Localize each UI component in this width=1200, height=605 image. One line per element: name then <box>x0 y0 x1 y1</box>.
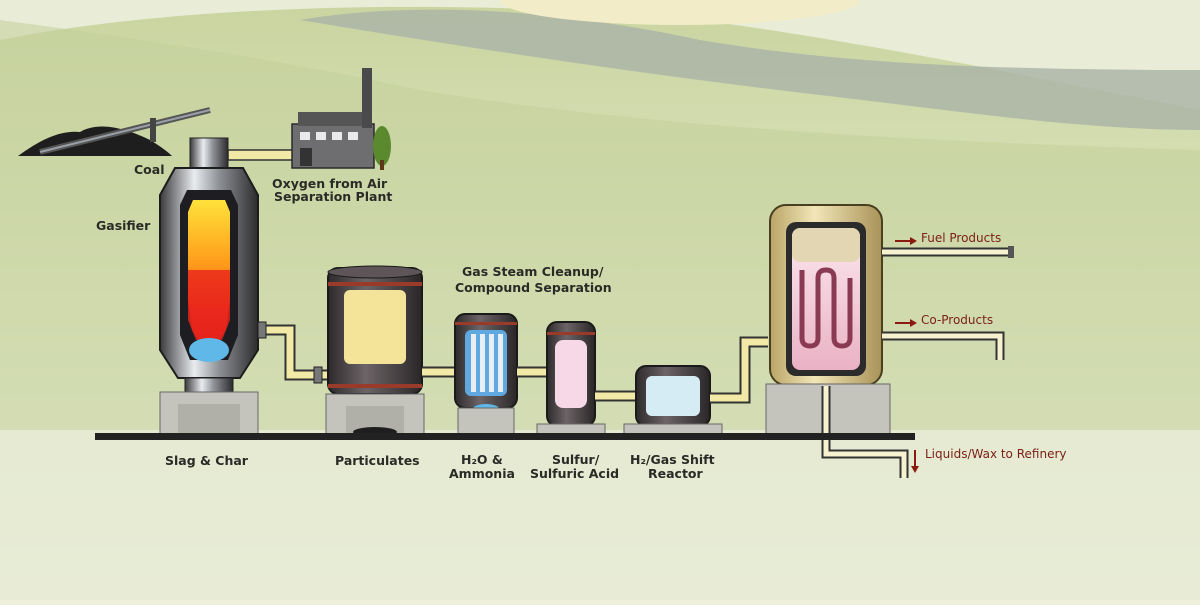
label-slag: Slag & Char <box>165 453 249 468</box>
liquids-pipe <box>823 386 907 478</box>
heat-exchanger-coil <box>799 267 853 349</box>
gasifier <box>159 137 259 435</box>
liquids-arrow-icon <box>911 450 919 473</box>
gas-shift-reactor <box>623 365 723 435</box>
oxygen-pipe <box>227 149 299 161</box>
fischer-tropsch-reactor <box>765 204 891 435</box>
label-shift-1: H₂/Gas Shift <box>630 452 715 467</box>
air-separation-plant <box>291 68 391 170</box>
label-cleanup-2: Compound Separation <box>455 280 612 295</box>
label-coal: Coal <box>134 162 164 177</box>
particulates-vessel <box>325 265 425 437</box>
ground-line <box>95 433 915 440</box>
syngas-pipe-5 <box>710 338 768 402</box>
label-co-products: Co-Products <box>921 313 993 327</box>
label-liquids: Liquids/Wax to Refinery <box>925 447 1066 461</box>
label-h2o-2: Ammonia <box>449 466 515 481</box>
sky-band <box>0 0 1200 110</box>
label-fuel-products: Fuel Products <box>921 231 1001 245</box>
label-oxygen-1: Oxygen from Air <box>272 176 388 191</box>
sulfur-vessel <box>536 321 606 435</box>
co-products-arrow-icon <box>895 319 917 327</box>
label-shift-2: Reactor <box>648 466 704 481</box>
label-gasifier: Gasifier <box>96 218 151 233</box>
label-particulates: Particulates <box>335 453 420 468</box>
syngas-pipe-1 <box>258 326 330 379</box>
sun-glow <box>500 0 860 25</box>
mountain-range <box>300 9 1200 130</box>
label-oxygen-2: Separation Plant <box>274 189 392 204</box>
tree-icon <box>373 126 391 166</box>
label-sulfur-1: Sulfur/ <box>552 452 600 467</box>
foreground <box>0 430 1200 600</box>
label-cleanup-1: Gas Steam Cleanup/ <box>462 264 604 279</box>
label-h2o-1: H₂O & <box>461 452 503 467</box>
co-products-pipe <box>882 333 1003 360</box>
label-sulfur-2: Sulfuric Acid <box>530 466 619 481</box>
coal-pile <box>18 107 211 156</box>
fuel-products-arrow-icon <box>895 237 917 245</box>
h2o-ammonia-vessel <box>454 313 518 435</box>
gasifier-blue-zone <box>189 338 229 362</box>
